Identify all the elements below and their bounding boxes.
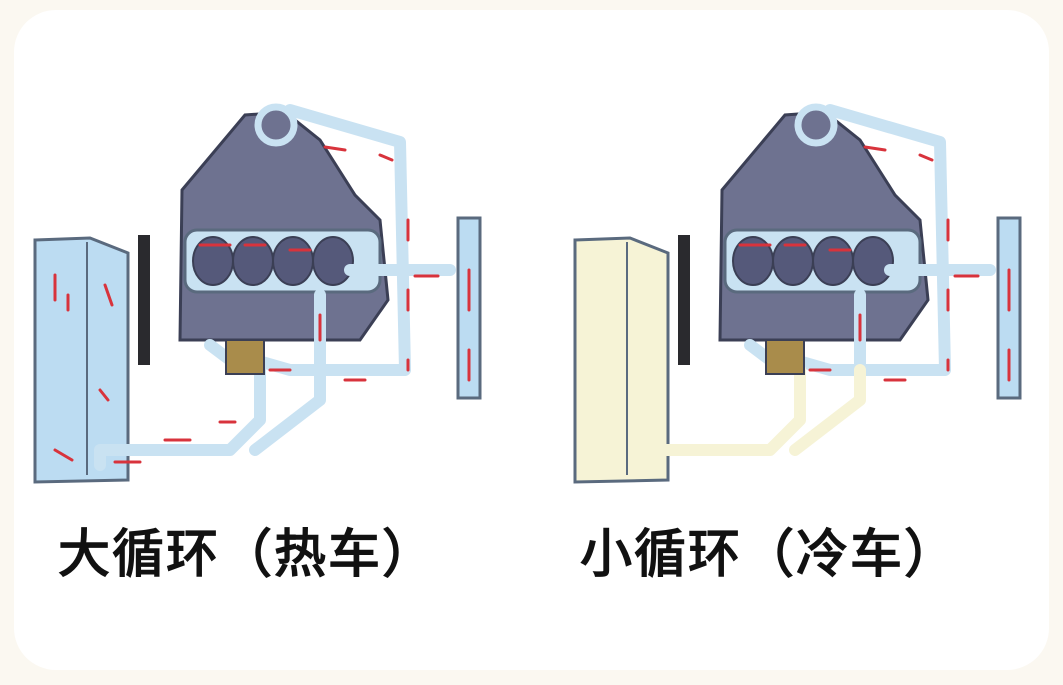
bypassed-radiator-pipes [634,364,866,471]
fan [678,235,690,365]
radiator [573,236,670,484]
large-cycle-diagram [20,70,540,510]
coolant-flow-arrows [113,145,471,464]
small-cycle-diagram [560,70,1063,510]
radiator-flow-arrows [53,273,114,462]
large-cycle-caption: 大循环（热车） [58,525,437,585]
engine-block [178,103,390,342]
fan [138,235,150,365]
coolant-flow-arrows [738,145,1011,382]
engine-block [718,103,930,342]
radiator [33,236,130,484]
thermostat [765,339,805,375]
large-cycle-illustration [33,103,482,484]
small-cycle-caption: 小循环（冷车） [580,525,959,585]
thermostat [225,339,265,375]
small-cycle-illustration [573,103,1022,484]
